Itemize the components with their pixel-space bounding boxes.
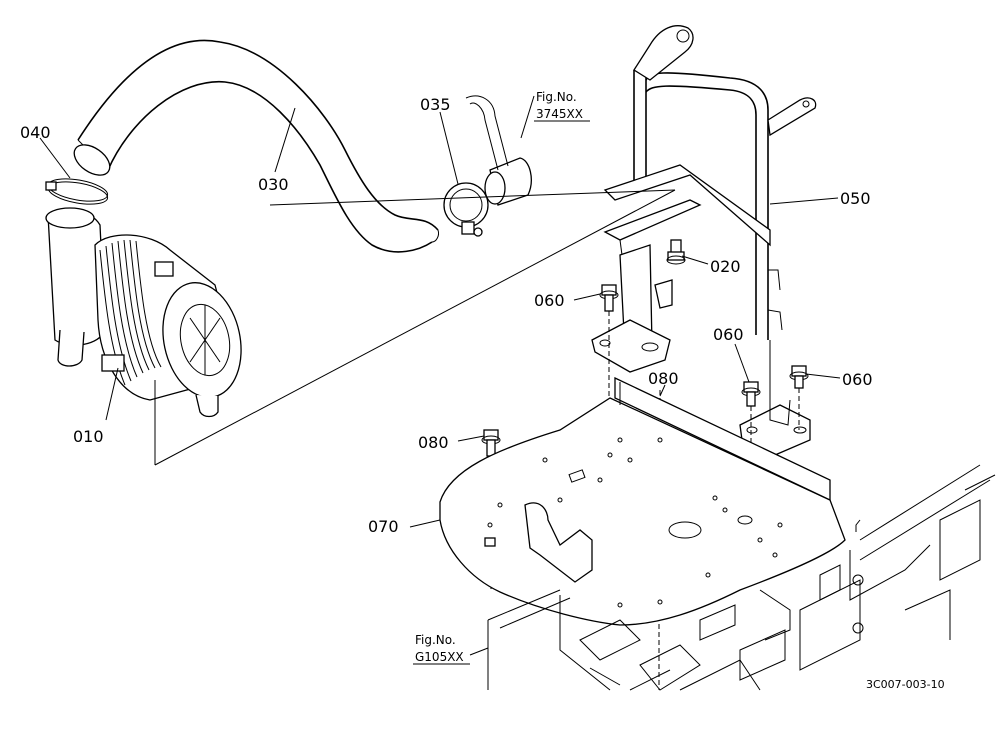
label-060-middle: 060 (713, 325, 744, 344)
drawing-code: 3C007-003-10 (866, 678, 945, 691)
leader-lines (39, 95, 841, 656)
label-070: 070 (368, 517, 399, 536)
label-060-left: 060 (534, 291, 565, 310)
hose-clamp-040 (45, 178, 109, 205)
air-cleaner (45, 207, 242, 418)
figure-ref-bottom-line1: Fig.No. (415, 633, 456, 647)
vehicle-frame (487, 464, 996, 691)
part-labels: 040 030 035 010 050 020 060 060 060 080 … (20, 95, 873, 536)
label-060-right: 060 (842, 370, 873, 389)
figure-ref-bottom-line2: G105XX (415, 650, 464, 664)
label-080-upper: 080 (648, 369, 679, 388)
bolt-020 (666, 239, 686, 265)
label-020: 020 (710, 257, 741, 276)
bolt-060-right (789, 365, 809, 430)
assembly-outline (154, 189, 676, 466)
mounting-frame (591, 25, 817, 456)
label-050: 050 (840, 189, 871, 208)
intake-hose (73, 39, 439, 253)
figure-ref-bottom: Fig.No. G105XX (413, 633, 470, 665)
figure-ref-top-line1: Fig.No. (536, 90, 577, 104)
label-040: 040 (20, 123, 51, 142)
label-035: 035 (420, 95, 451, 114)
hose-clamp-035 (443, 182, 489, 237)
figure-ref-top-line2: 3745XX (536, 107, 583, 121)
label-030: 030 (258, 175, 289, 194)
mounting-plate (439, 376, 846, 626)
figure-ref-top: Fig.No. 3745XX (534, 90, 590, 122)
label-010: 010 (73, 427, 104, 446)
label-080-left: 080 (418, 433, 449, 452)
